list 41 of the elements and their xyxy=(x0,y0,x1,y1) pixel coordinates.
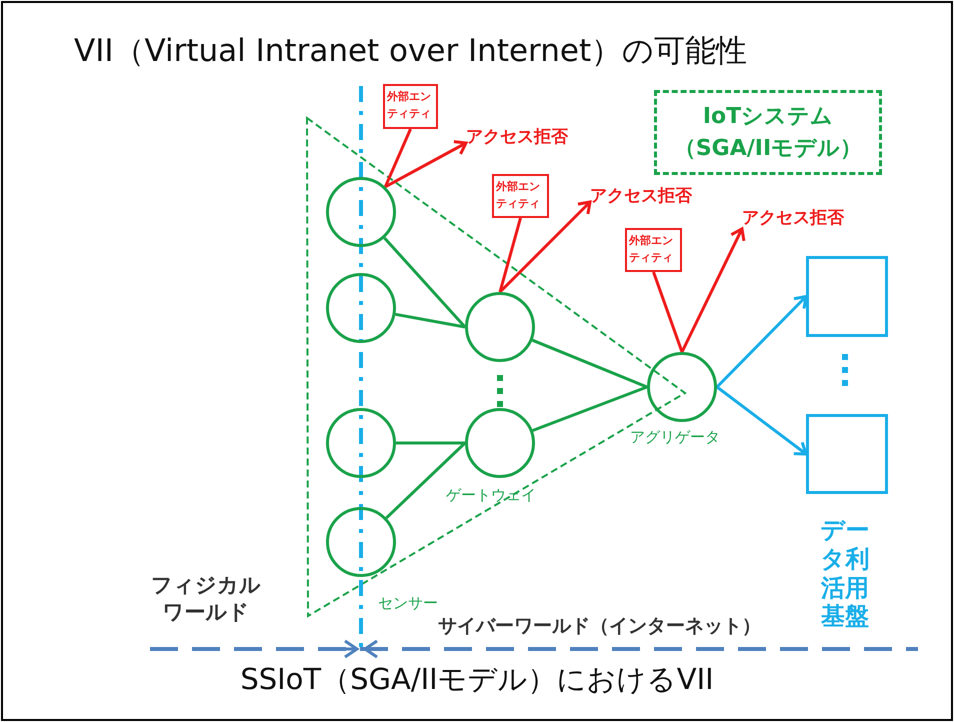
node-circle xyxy=(465,292,535,362)
node-circle xyxy=(326,273,396,343)
entity-label: 外部エンティティ xyxy=(496,179,541,212)
connector-line xyxy=(395,312,466,328)
system-box xyxy=(654,90,882,175)
connector-line xyxy=(385,442,466,519)
connector-line xyxy=(384,128,412,188)
entity-label: 外部エンティティ xyxy=(629,233,674,266)
region-label: サイバーワールド（インターネット） xyxy=(438,614,761,639)
node-label: データ利活用基盤 xyxy=(820,516,870,632)
node-circle xyxy=(326,408,396,478)
status-label: アクセス拒否 xyxy=(742,206,858,230)
entity-label: 外部エンティティ xyxy=(387,89,432,122)
connector-line xyxy=(396,442,465,444)
entity-box xyxy=(383,84,438,129)
data-box xyxy=(806,414,888,494)
node-circle xyxy=(465,408,535,478)
connector-line xyxy=(532,386,648,432)
arrow xyxy=(716,386,808,456)
connector-line xyxy=(383,237,466,328)
title: VII（Virtual Intranet over Internet）の可能性 xyxy=(74,32,748,71)
node-label: センサー xyxy=(378,594,438,613)
region-label: フィジカルワールド xyxy=(150,572,262,626)
node-circle xyxy=(326,177,396,247)
node-circle xyxy=(326,507,396,577)
entity-box xyxy=(492,174,549,218)
connector-line xyxy=(498,218,522,292)
status-label: アクセス拒否 xyxy=(466,125,582,149)
connector-line xyxy=(652,272,684,352)
arrow xyxy=(716,295,808,388)
connector-line xyxy=(532,338,648,388)
caption: SSIoT（SGA/IIモデル）におけるVII xyxy=(239,661,715,698)
arrow xyxy=(384,140,468,188)
node-circle xyxy=(647,352,717,422)
arrow xyxy=(680,227,746,353)
arrow xyxy=(498,200,592,294)
data-box xyxy=(806,256,888,337)
status-label: アクセス拒否 xyxy=(590,184,706,208)
entity-box xyxy=(625,228,682,272)
system-label: IoTシステム（SGA/IIモデル） xyxy=(672,102,864,162)
node-label: アグリゲータ xyxy=(630,428,720,447)
